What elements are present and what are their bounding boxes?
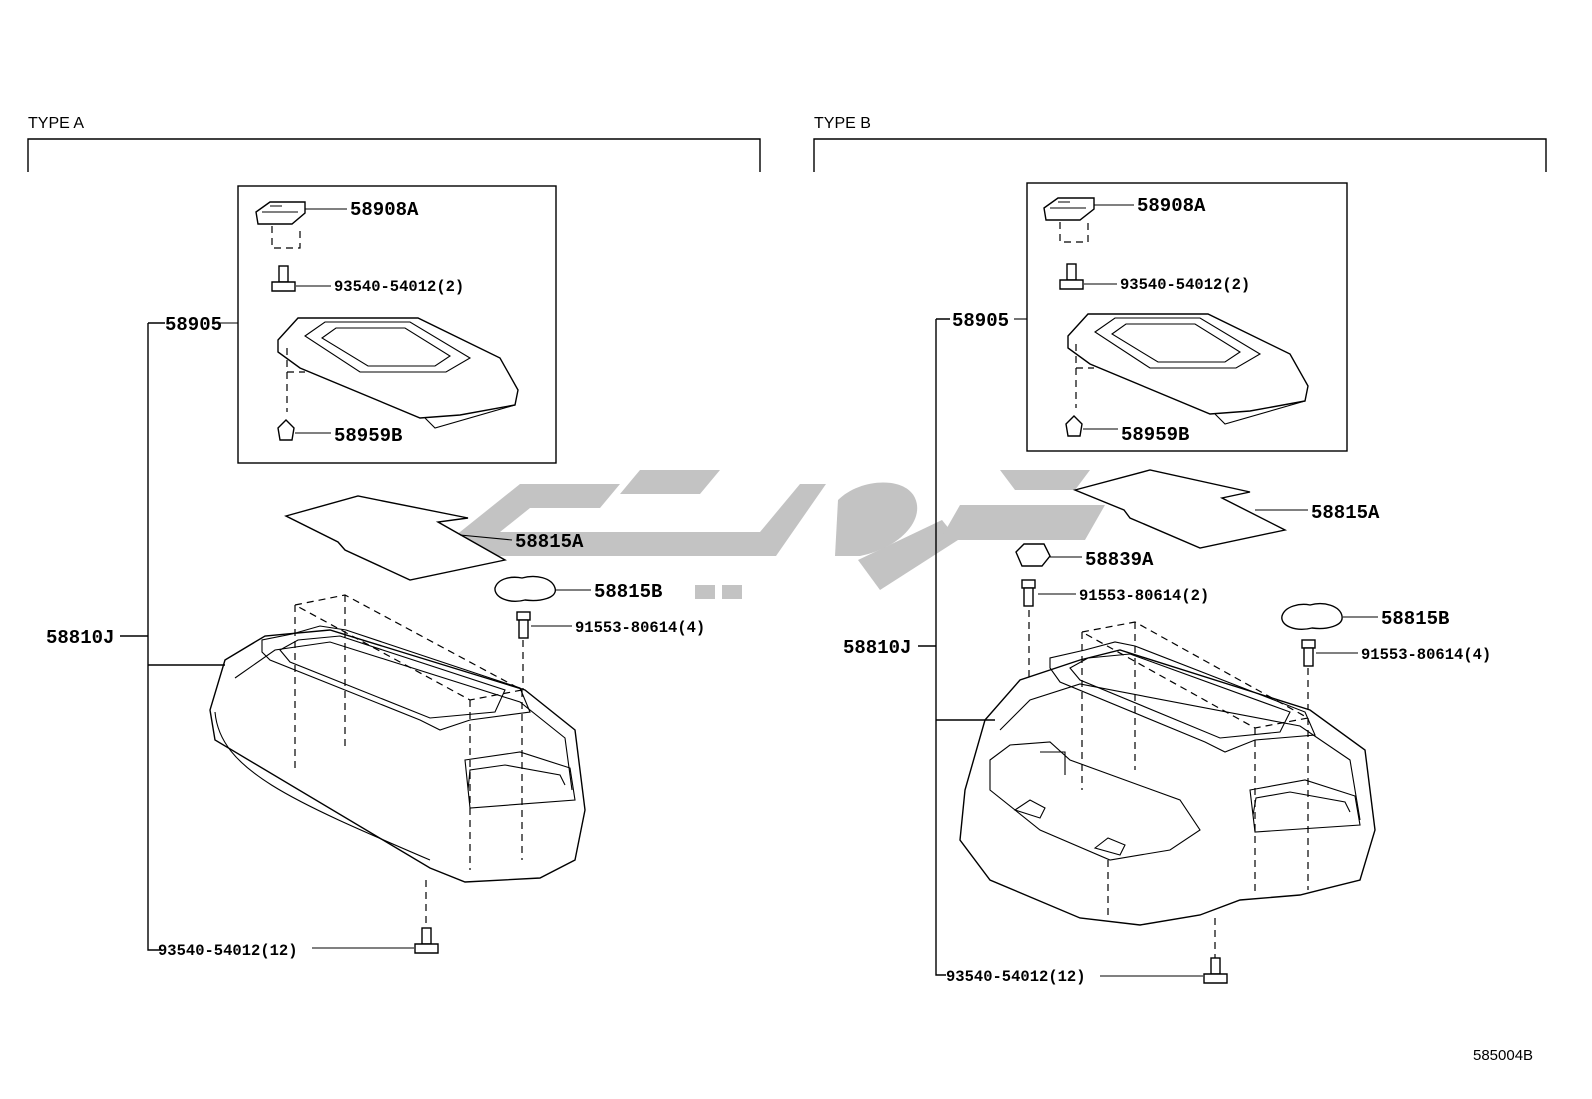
screw-icon [271, 265, 296, 292]
type-a-section: TYPE A 58908A 93540-54012(2) 58905 [27, 115, 761, 960]
type-b-label: TYPE B [814, 115, 871, 132]
part-91553-80614-4-b-label: 91553-80614(4) [1361, 646, 1491, 664]
screw-icon [1301, 639, 1316, 667]
screw-icon [1059, 263, 1084, 290]
part-58815B-label: 58815B [594, 581, 662, 603]
lid-part [1067, 313, 1309, 425]
part-58959B-label: 58959B [334, 425, 402, 447]
part-58908A-label: 58908A [350, 199, 419, 221]
part-91553-80614-2-label: 91553-80614(2) [1079, 587, 1209, 605]
part-58908A-b-label: 58908A [1137, 195, 1206, 217]
part-58905-b-label: 58905 [952, 310, 1009, 332]
screw-icon [1021, 579, 1036, 607]
screw-icon [1203, 957, 1228, 984]
part-93540-54012-12-b-label: 93540-54012(12) [946, 968, 1086, 986]
part-58810J-b-label: 58810J [843, 637, 911, 659]
type-b-section: TYPE B 58908A 93540-54012(2) 58905 [813, 115, 1547, 986]
part-58905-label: 58905 [165, 314, 222, 336]
screw-icon [414, 927, 439, 954]
part-58815A-label: 58815A [515, 531, 584, 553]
upper-cover-part [255, 201, 306, 249]
console-box-part [209, 625, 586, 883]
part-58810J-label: 58810J [46, 627, 114, 649]
part-93540-54012-2-b-label: 93540-54012(2) [1120, 276, 1250, 294]
screw-icon [516, 611, 531, 639]
part-58815B-b-label: 58815B [1381, 608, 1449, 630]
watermark-logo [450, 470, 1105, 599]
part-93540-54012-2-label: 93540-54012(2) [334, 278, 464, 296]
lid-part [277, 317, 519, 429]
part-58959B-b-label: 58959B [1121, 424, 1189, 446]
upper-cover-part [1043, 197, 1095, 243]
clip-icon [277, 419, 295, 441]
part-58839A-label: 58839A [1085, 549, 1154, 571]
console-box-part [959, 641, 1376, 926]
clip-icon [1065, 415, 1083, 437]
part-93540-54012-12-label: 93540-54012(12) [158, 942, 298, 960]
part-91553-80614-4-label: 91553-80614(4) [575, 619, 705, 637]
type-a-label: TYPE A [28, 115, 84, 132]
part-58815A-b-label: 58815A [1311, 502, 1380, 524]
diagram-code: 585004B [1473, 1047, 1533, 1064]
